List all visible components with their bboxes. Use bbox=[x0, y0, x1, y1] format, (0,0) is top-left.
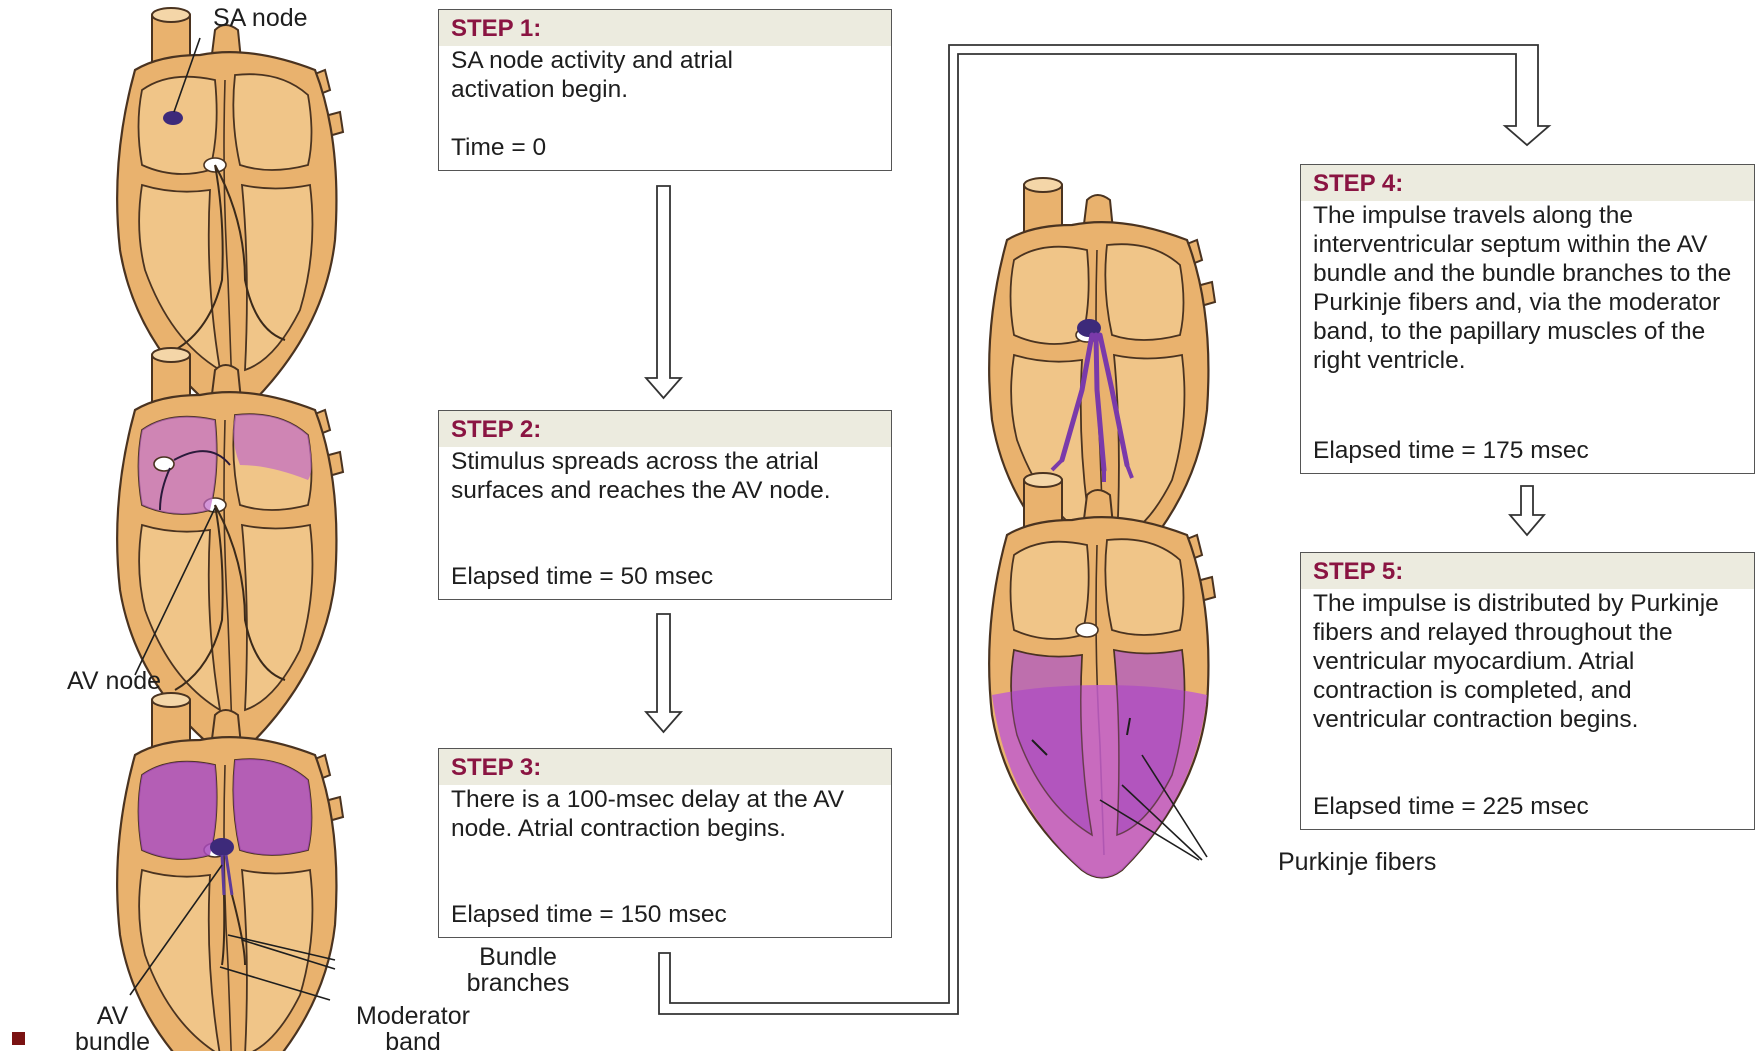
heart-step5 bbox=[989, 473, 1215, 878]
step-1-title: STEP 1: bbox=[439, 10, 891, 46]
label-av-bundle: AV bundle bbox=[60, 1003, 165, 1055]
step-2-text: Stimulus spreads across the atrial surfa… bbox=[439, 447, 888, 505]
step-5-text: The impulse is distributed by Purkinje f… bbox=[1301, 589, 1750, 734]
label-moderator-band: Moderator band bbox=[338, 1003, 488, 1055]
label-sa-node: SA node bbox=[213, 5, 308, 31]
step-2-time: Elapsed time = 50 msec bbox=[439, 562, 725, 591]
step-4-box: STEP 4: The impulse travels along the in… bbox=[1300, 164, 1755, 474]
heart-step3 bbox=[117, 693, 343, 1051]
step-3-box: STEP 3: There is a 100-msec delay at the… bbox=[438, 748, 892, 938]
step-3-text: There is a 100-msec delay at the AV node… bbox=[439, 785, 888, 843]
heart-step1 bbox=[117, 8, 343, 413]
step-3-title: STEP 3: bbox=[439, 749, 891, 785]
step-4-title: STEP 4: bbox=[1301, 165, 1754, 201]
step-1-time: Time = 0 bbox=[439, 133, 558, 162]
step-3-time: Elapsed time = 150 msec bbox=[439, 900, 739, 929]
label-av-node: AV node bbox=[67, 668, 161, 694]
step-5-title: STEP 5: bbox=[1301, 553, 1754, 589]
step-1-text: SA node activity and atrial activation b… bbox=[439, 46, 823, 104]
label-bundle-branches: Bundle branches bbox=[448, 944, 588, 996]
step-2-title: STEP 2: bbox=[439, 411, 891, 447]
sa-node-marker bbox=[163, 111, 183, 125]
step-2-box: STEP 2: Stimulus spreads across the atri… bbox=[438, 410, 892, 600]
step-5-time: Elapsed time = 225 msec bbox=[1301, 792, 1601, 821]
label-purkinje-fibers: Purkinje fibers bbox=[1278, 849, 1436, 875]
step-5-box: STEP 5: The impulse is distributed by Pu… bbox=[1300, 552, 1755, 830]
step-4-text: The impulse travels along the interventr… bbox=[1301, 201, 1755, 375]
slide-bullet bbox=[12, 1032, 25, 1045]
step-1-box: STEP 1: SA node activity and atrial acti… bbox=[438, 9, 892, 171]
step-4-time: Elapsed time = 175 msec bbox=[1301, 436, 1601, 465]
